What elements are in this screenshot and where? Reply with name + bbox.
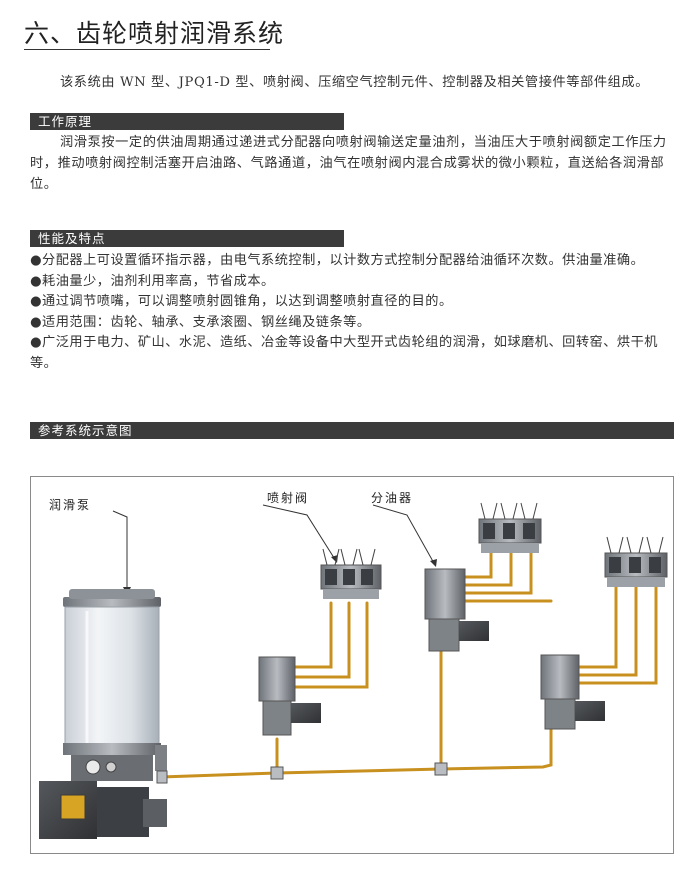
injection-valves-right xyxy=(604,536,668,587)
label-valve: 喷射阀 xyxy=(267,490,309,505)
intro-paragraph: 该系统由 WN 型、JPQ1-D 型、喷射阀、压缩空气控制元件、控制器及相关管接… xyxy=(30,72,674,93)
feature-item: ●耗油量少，油剂利用率高，节省成本。 xyxy=(30,273,275,289)
page-title: 六、齿轮喷射润滑系统 xyxy=(24,19,285,48)
label-pump: 润滑泵 xyxy=(49,498,91,512)
injection-valves-left xyxy=(320,548,382,599)
pressure-gauge xyxy=(85,759,101,775)
arrow-distributor xyxy=(430,559,437,567)
label-distributor: 分油器 xyxy=(371,491,413,505)
feature-item: ●广泛用于电力、矿山、水泥、造纸、冶金等设备中大型开式齿轮组的润滑，如球磨机、回… xyxy=(30,335,658,371)
system-diagram: 润滑泵 喷射阀 分油器 xyxy=(30,476,674,854)
section-bar-principle: 工作原理 xyxy=(30,113,344,130)
feature-item: ●分配器上可设置循环指示器，由电气系统控制，以计数方式控制分配器给油循环次数。供… xyxy=(30,253,645,268)
section-bar-features: 性能及特点 xyxy=(30,230,344,247)
distributor-left xyxy=(258,656,321,736)
section-heading-diagram: 参考系统示意图 xyxy=(38,423,133,438)
title-underline xyxy=(24,49,270,50)
oil-pipes xyxy=(159,551,658,779)
features-list: ●分配器上可设置循环指示器，由电气系统控制，以计数方式控制分配器给油循环次数。供… xyxy=(30,251,674,374)
section-bar-diagram: 参考系统示意图 xyxy=(30,422,674,439)
section-heading-features: 性能及特点 xyxy=(38,231,106,246)
tee-fittings xyxy=(156,762,448,784)
principle-text: 润滑泵按一定的供油周期通过递进式分配器向喷射阀输送定量油剂，当油压大于喷射阀额定… xyxy=(30,135,667,192)
intro-text: 该系统由 WN 型、JPQ1-D 型、喷射阀、压缩空气控制元件、控制器及相关管接… xyxy=(60,75,650,90)
distributor-middle xyxy=(424,568,489,652)
callout-lines xyxy=(112,504,436,591)
lubrication-pump xyxy=(39,589,167,839)
feature-item: ●适用范围：齿轮、轴承、支承滚圈、钢丝绳及链条等。 xyxy=(30,314,371,330)
section-heading-principle: 工作原理 xyxy=(38,114,93,129)
pump-nameplate xyxy=(60,794,86,820)
injection-valves-top xyxy=(478,502,542,553)
feature-item: ●通过调节喷嘴，可以调整喷射圆锥角，以达到调整喷射直径的目的。 xyxy=(30,294,453,309)
system-diagram-drawing: 润滑泵 喷射阀 分油器 xyxy=(39,490,668,839)
principle-paragraph: 润滑泵按一定的供油周期通过递进式分配器向喷射阀输送定量油剂，当油压大于喷射阀额定… xyxy=(30,132,674,195)
distributor-right xyxy=(540,654,605,730)
